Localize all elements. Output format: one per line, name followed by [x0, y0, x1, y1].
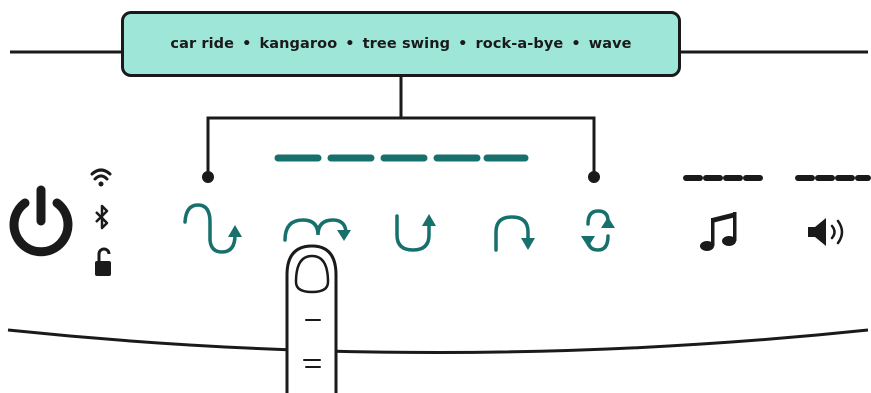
unlock-icon	[95, 249, 111, 276]
mode-bracket	[208, 77, 594, 177]
mode-separator: •	[458, 36, 467, 52]
car-ride-arrow	[228, 225, 242, 237]
kangaroo-arrow	[337, 230, 351, 241]
mode-separator: •	[345, 36, 354, 52]
mode-label-car-ride: car ride	[170, 36, 234, 52]
volume-icon[interactable]	[808, 218, 842, 246]
power-icon[interactable]	[14, 190, 68, 252]
mode-separator: •	[571, 36, 580, 52]
mode-label-rock-a-bye: rock-a-bye	[476, 36, 564, 52]
finger-illustration	[287, 246, 336, 393]
music-note-icon[interactable]	[700, 212, 737, 251]
kangaroo-icon[interactable]	[285, 220, 346, 240]
mode-label-wave: wave	[589, 36, 632, 52]
wifi-icon	[92, 170, 110, 179]
wave-arrow-up	[601, 217, 615, 228]
car-ride-icon[interactable]	[185, 205, 235, 252]
mode-label-tree-swing: tree swing	[363, 36, 451, 52]
device-rim-curve	[8, 330, 868, 353]
wave-icon[interactable]	[588, 211, 608, 250]
mode-separator: •	[242, 36, 251, 52]
rock-a-bye-arrow	[521, 238, 535, 250]
mode-label-kangaroo: kangaroo	[259, 36, 337, 52]
motion-modes-text: car ride • kangaroo • tree swing • rock-a-bye •…	[170, 36, 631, 52]
motion-modes-label: car ride • kangaroo • tree swing • rock-a-bye •…	[121, 11, 681, 77]
bracket-dot-left	[202, 171, 214, 183]
tree-swing-icon[interactable]	[397, 216, 429, 250]
rock-a-bye-icon[interactable]	[496, 217, 528, 250]
bluetooth-icon	[96, 206, 107, 228]
bracket-dot-right	[588, 171, 600, 183]
wifi-dot	[99, 182, 104, 187]
wave-arrow-down	[581, 236, 595, 247]
tree-swing-arrow	[422, 214, 436, 226]
